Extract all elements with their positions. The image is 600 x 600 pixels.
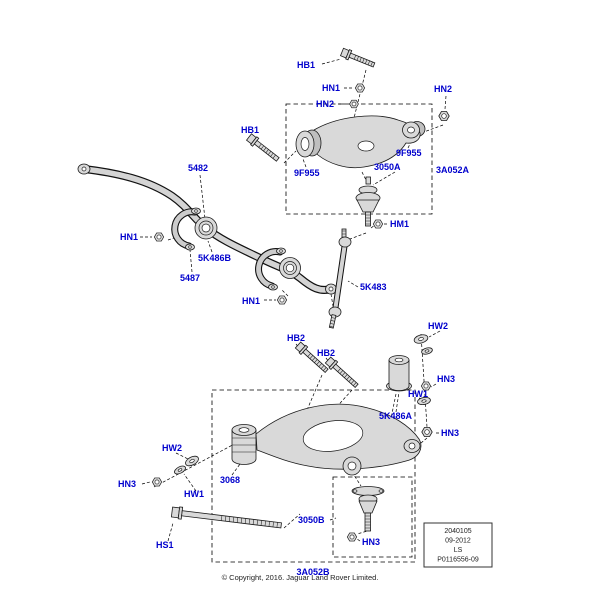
callout-hb1-left: HB1 (241, 125, 259, 135)
washer-hw1-left (174, 465, 186, 475)
bolt-hb1-left (245, 133, 280, 162)
info-box-line4: P0116556-09 (437, 557, 479, 564)
nut-hn2-top (349, 99, 359, 109)
washer-hw2-right (413, 334, 429, 344)
nut-hn2-right (438, 111, 450, 121)
callout-5482: 5482 (188, 163, 208, 173)
callout-hm1: HM1 (390, 219, 409, 229)
callout-hn1-lower: HN1 (242, 296, 260, 306)
bolt-hb1-top (339, 47, 376, 68)
lower-arm-group-box (211, 389, 416, 563)
nut-hn3-left (151, 477, 163, 487)
callout-9f955-left: 9F955 (294, 168, 320, 178)
washer-hw2-left (185, 455, 199, 467)
callout-hn3-bottom: HN3 (362, 537, 380, 547)
lower-control-arm (231, 403, 422, 476)
info-box-line1: 2040105 (444, 528, 471, 535)
copyright-text: © Copyright, 2016. Jaguar Land Rover Lim… (222, 573, 379, 582)
callout-3a052a: 3A052A (436, 165, 470, 175)
callout-hw2-right: HW2 (428, 321, 448, 331)
callout-hn2-top: HN2 (316, 99, 334, 109)
info-box-line3: LS (454, 547, 463, 554)
nut-hn1-left (153, 232, 165, 242)
stabilizer-clamp-front (171, 207, 201, 251)
nut-hn3-right-lower (421, 427, 433, 437)
info-box-line2: 09-2012 (445, 538, 471, 545)
callout-hn3-left: HN3 (118, 479, 136, 489)
bolt-hs1 (170, 506, 282, 529)
nut-hn3-bottom (346, 532, 358, 542)
nut-hm1 (372, 219, 384, 229)
callout-hw1-right: HW1 (408, 389, 428, 399)
callout-hn1-left: HN1 (120, 232, 138, 242)
callout-9f955-right: 9F955 (396, 148, 422, 158)
callout-5487: 5487 (180, 273, 200, 283)
callout-5k486a: 5K486A (379, 411, 413, 421)
callout-hw2-left: HW2 (162, 443, 182, 453)
callout-3050a: 3050A (374, 162, 401, 172)
callout-5k486b: 5K486B (198, 253, 232, 263)
stabilizer-bar (77, 163, 337, 295)
callout-hn3-right-lower: HN3 (441, 428, 459, 438)
callout-hw1-left: HW1 (184, 489, 204, 499)
nut-hn1-lower (276, 295, 288, 305)
callout-hn1-top: HN1 (322, 83, 340, 93)
washer-hw1-right (417, 396, 431, 406)
info-box: 2040105 09-2012 LS P0116556-09 (423, 522, 493, 568)
lower-ball-joint-group-box (332, 476, 413, 558)
nut-hn1-top (354, 83, 366, 93)
callout-hb2-b: HB2 (317, 348, 335, 358)
callout-hn2-right: HN2 (434, 84, 452, 94)
callout-hb1-top: HB1 (297, 60, 315, 70)
stabilizer-bushing-rear (279, 257, 301, 279)
stabilizer-clamp-rear (255, 247, 286, 291)
callout-hn3-right-upper: HN3 (437, 374, 455, 384)
callout-3a052b: 3A052B (296, 567, 330, 577)
callout-hs1: HS1 (156, 540, 174, 550)
callout-3068: 3068 (220, 475, 240, 485)
stabilizer-link (328, 228, 352, 329)
upper-control-arm (295, 115, 426, 169)
washer-hw2-right-b (421, 347, 433, 355)
bushing-5k486a (386, 355, 412, 392)
bolt-hb2-b (324, 356, 359, 388)
callout-hb2-a: HB2 (287, 333, 305, 343)
lower-ball-joint (351, 486, 385, 532)
bolt-hb2-a (294, 341, 329, 373)
callout-3050b: 3050B (298, 515, 325, 525)
stabilizer-bushing-front (194, 216, 218, 240)
nut-hn3-right-upper (420, 381, 432, 391)
upper-ball-joint (355, 176, 381, 227)
callout-5k483: 5K483 (360, 282, 387, 292)
